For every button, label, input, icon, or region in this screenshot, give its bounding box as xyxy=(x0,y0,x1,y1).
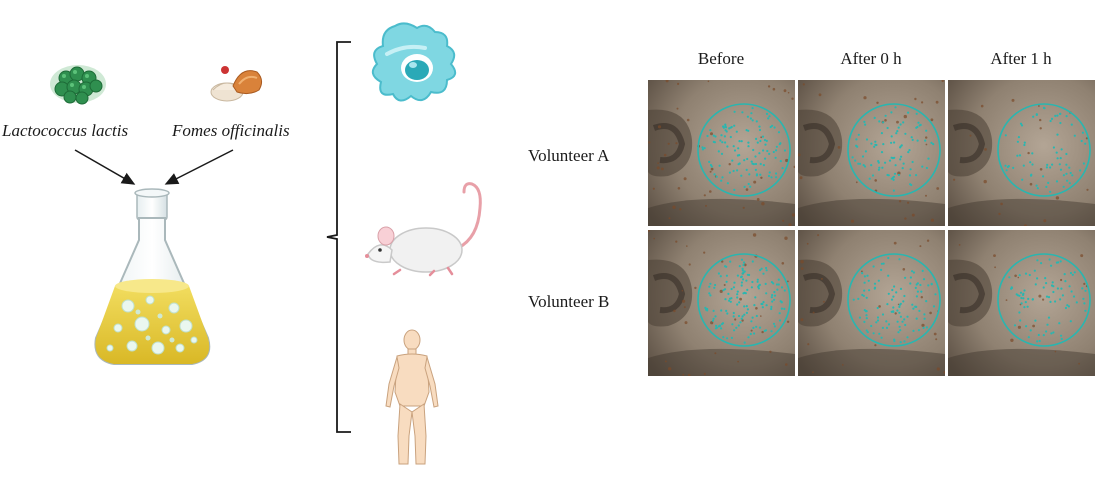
fomes-label: Fomes officinalis xyxy=(172,121,290,140)
photo-b-after-1h xyxy=(948,230,1095,376)
photo-b-after-0h xyxy=(798,230,945,376)
photo-b-before xyxy=(648,230,795,376)
mushroom-icon xyxy=(205,60,267,106)
photo-a-before xyxy=(648,80,795,226)
row-header-volunteer-b: Volunteer B xyxy=(528,292,610,311)
fermentation-flask-icon xyxy=(88,188,218,374)
row-header-volunteer-a: Volunteer A xyxy=(528,146,610,165)
cell-icon xyxy=(365,18,463,108)
photo-a-after-1h xyxy=(948,80,1095,226)
lactococcus-label: Lactococcus lactis xyxy=(2,121,129,140)
arrows-to-flask xyxy=(74,149,234,185)
column-header-before: Before xyxy=(697,49,745,68)
mouse-icon xyxy=(360,178,495,278)
photo-a-after-0h xyxy=(798,80,945,226)
bracket xyxy=(326,41,351,433)
column-header-after-1h: After 1 h xyxy=(990,49,1052,68)
column-header-after-0h: After 0 h xyxy=(840,49,902,68)
bacteria-cluster-icon xyxy=(46,58,110,106)
human-body-icon xyxy=(377,328,447,470)
